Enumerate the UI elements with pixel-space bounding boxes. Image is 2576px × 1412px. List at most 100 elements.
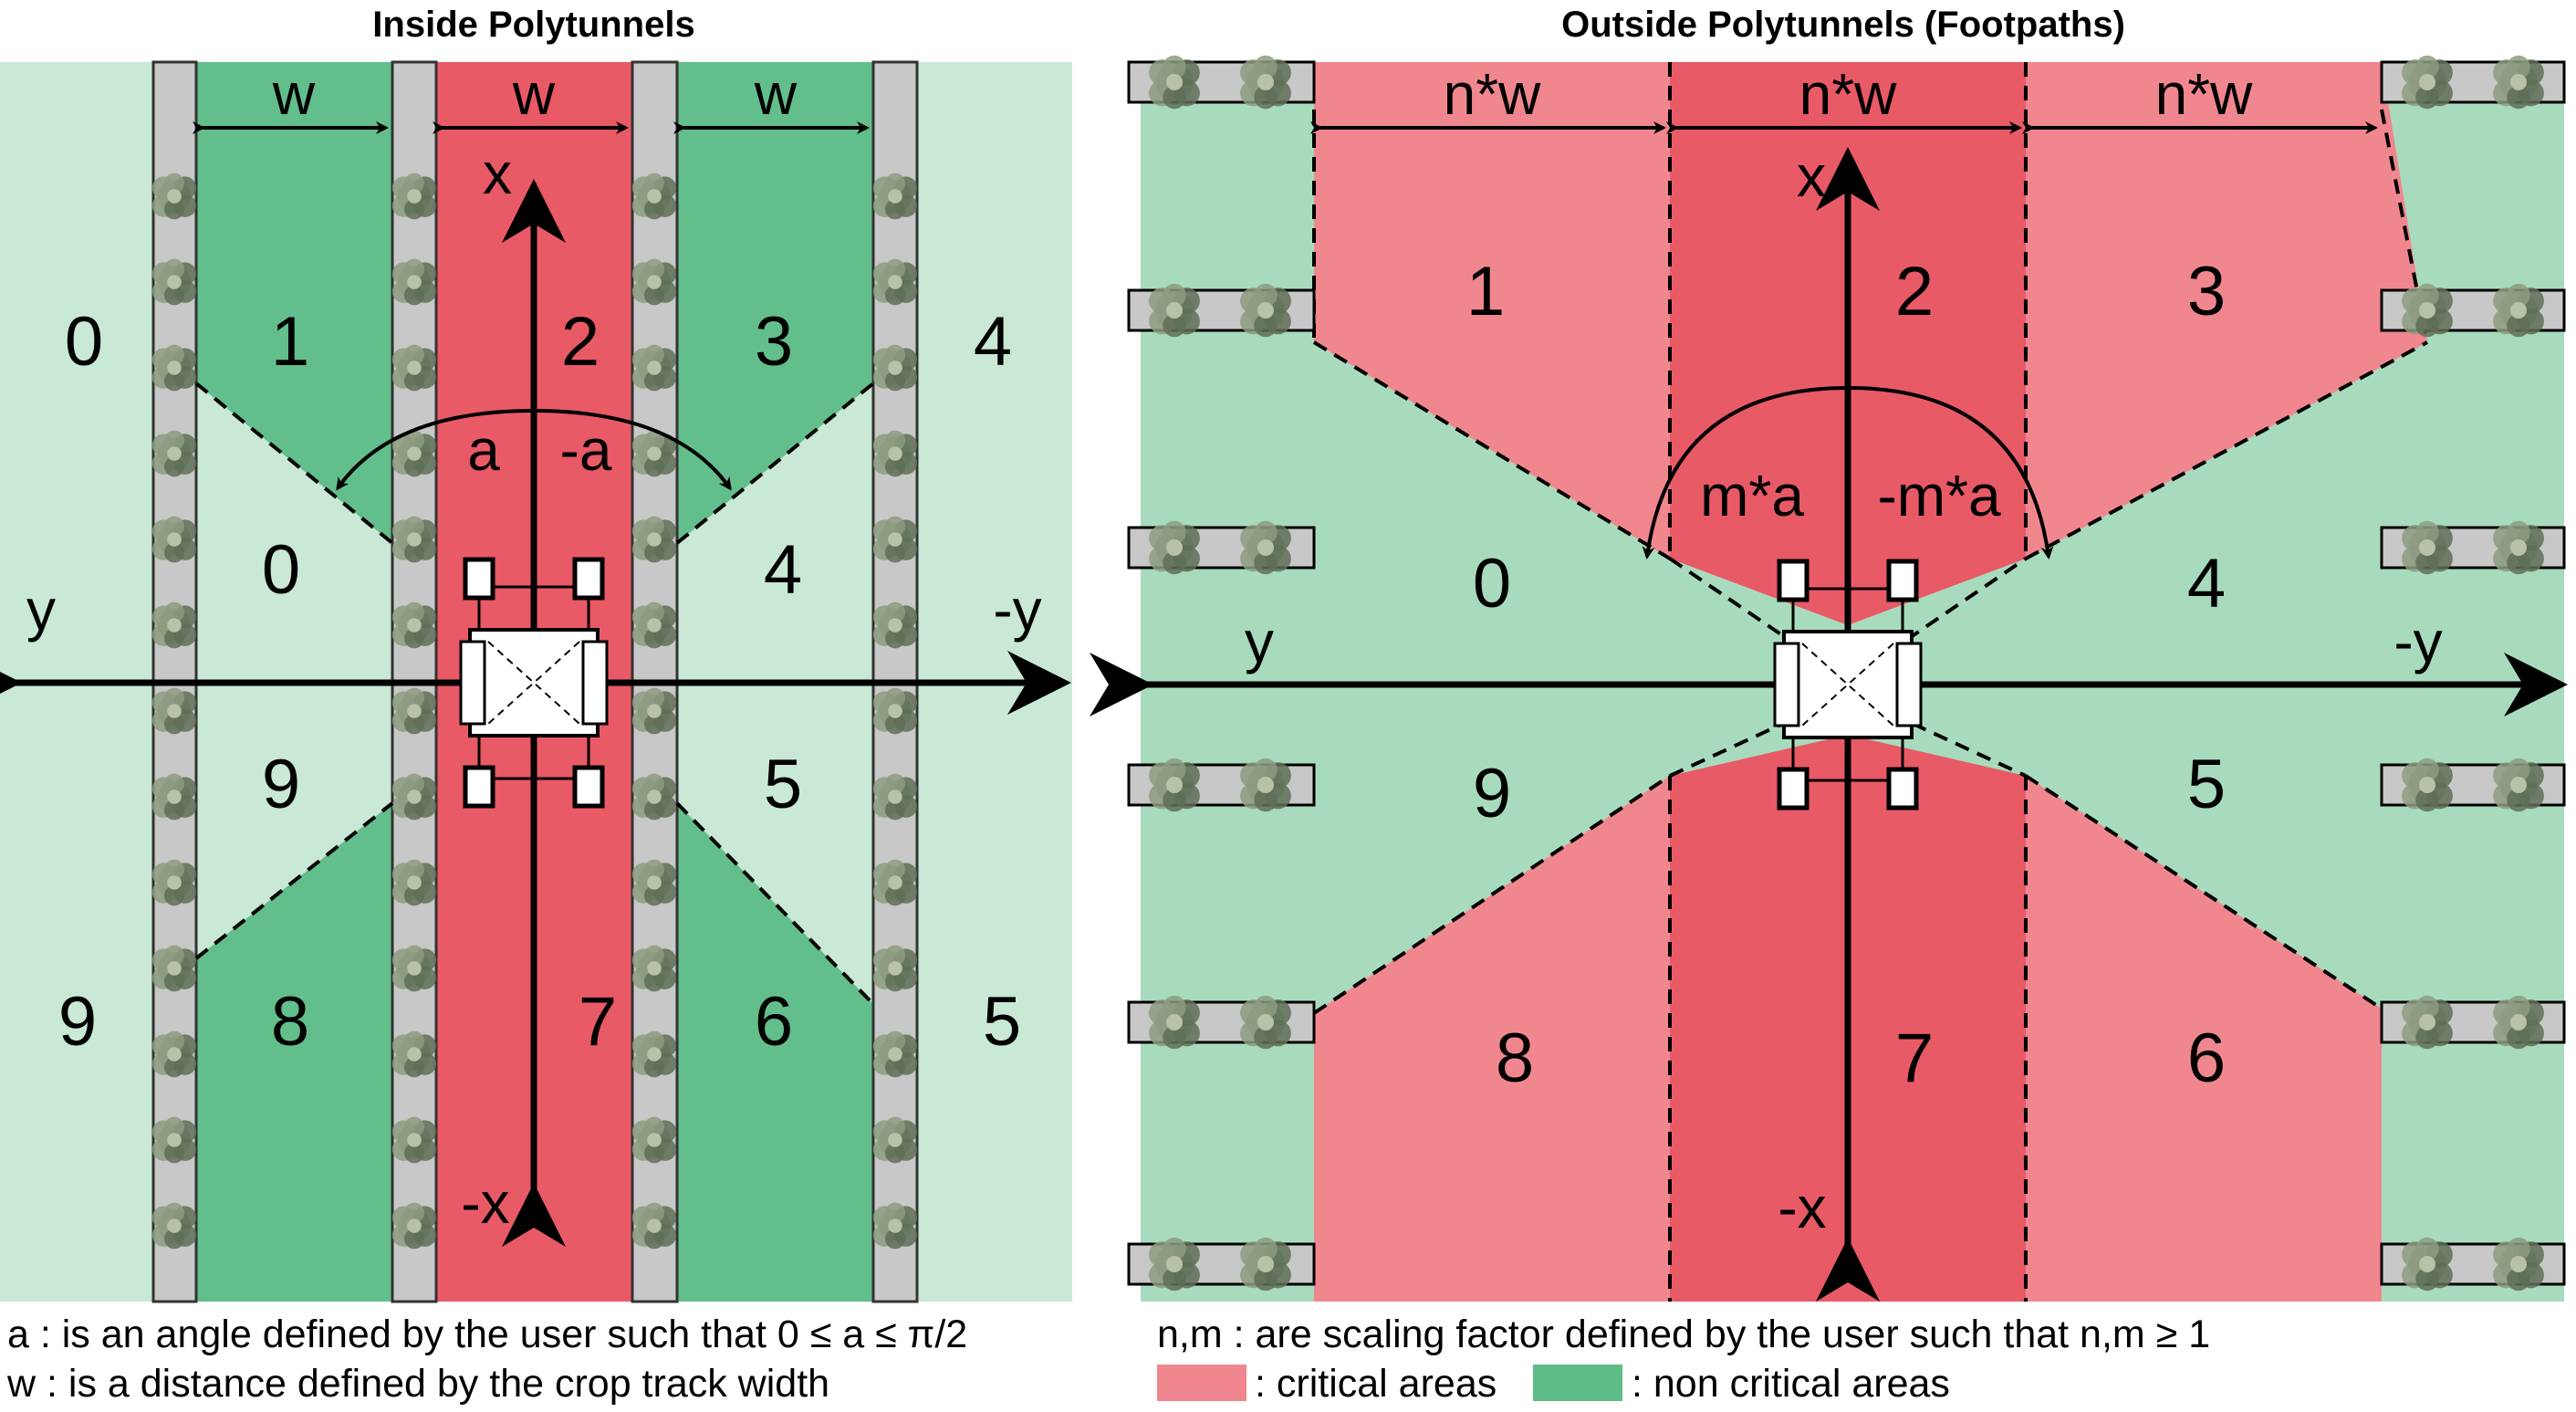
plant-icon	[1149, 1237, 1200, 1292]
zone-1-area	[1314, 62, 1670, 559]
plant-icon	[631, 687, 677, 735]
angle-a-label: m*a	[1700, 463, 1804, 528]
axis-x-label: x	[483, 141, 512, 206]
plant-icon	[391, 945, 437, 992]
plant-icon	[151, 258, 197, 306]
zone-label: 4	[974, 303, 1012, 381]
plant-icon	[1149, 995, 1200, 1050]
plant-icon	[2493, 520, 2544, 575]
plant-icon	[151, 1116, 197, 1164]
plant-icon	[872, 945, 918, 992]
zone-label: 2	[561, 303, 600, 381]
legend-w-definition: w : is a distance defined by the crop tr…	[6, 1362, 829, 1406]
zone-label: 3	[755, 303, 793, 381]
plant-icon	[872, 258, 918, 306]
width-label: n*w	[1444, 61, 1542, 127]
width-label: n*w	[2155, 61, 2254, 127]
plant-icon	[391, 258, 437, 306]
plant-icon	[1149, 758, 1200, 812]
plant-icon	[631, 1030, 677, 1078]
plant-icon	[391, 773, 437, 821]
zone-8-area	[196, 803, 392, 1302]
zone-label: 7	[1895, 1020, 1934, 1097]
plant-icon	[631, 1202, 677, 1250]
plant-icon	[872, 1116, 918, 1164]
plant-icon	[391, 173, 437, 220]
zone-label: 2	[1895, 253, 1934, 330]
zone-label: 1	[1466, 253, 1505, 330]
plant-icon	[151, 773, 197, 821]
plant-icon	[872, 430, 918, 477]
legend-critical-label: : critical areas	[1255, 1362, 1497, 1406]
plant-icon	[2402, 995, 2453, 1050]
zone-label: 0	[65, 303, 103, 381]
outside-title: Outside Polytunnels (Footpaths)	[1561, 5, 2125, 45]
legend-noncritical-swatch	[1533, 1365, 1622, 1401]
plant-icon	[1240, 758, 1291, 812]
zone-8-area	[1314, 776, 1670, 1302]
plant-icon	[151, 945, 197, 992]
plant-icon	[391, 1030, 437, 1078]
width-label: w	[754, 61, 798, 127]
plant-icon	[872, 601, 918, 649]
plant-icon	[872, 516, 918, 563]
plant-icon	[151, 516, 197, 563]
plant-icon	[391, 344, 437, 392]
axis-neg-y-label: -y	[993, 577, 1041, 643]
zone-label: 6	[755, 983, 793, 1061]
plant-icon	[872, 687, 918, 735]
zone-label: 5	[983, 983, 1021, 1061]
plant-icon	[872, 773, 918, 821]
zone-label: 9	[262, 746, 300, 823]
axis-y-label: y	[26, 577, 56, 643]
plant-icon	[391, 516, 437, 563]
legend-nm-definition: n,m : are scaling factor defined by the …	[1157, 1313, 2210, 1356]
legend-critical-swatch	[1157, 1365, 1246, 1401]
zone-label: 0	[1473, 545, 1511, 622]
robot-icon	[459, 557, 609, 809]
plant-troughs	[1127, 55, 2566, 1292]
axis-neg-x-label: -x	[461, 1170, 509, 1236]
zone-6-area	[2026, 776, 2382, 1302]
zone-label: 1	[271, 303, 309, 381]
axis-neg-y-label: -y	[2393, 609, 2442, 675]
robot-icon	[1773, 559, 1923, 811]
axis-neg-x-label: -x	[1778, 1175, 1826, 1240]
angle-arc	[336, 409, 535, 491]
plant-icon	[2493, 1237, 2544, 1292]
zone-label: 6	[2187, 1020, 2226, 1097]
plant-icon	[872, 1202, 918, 1250]
plant-icon	[151, 859, 197, 906]
zone-label: 8	[271, 983, 309, 1061]
inside-boundaries	[194, 382, 875, 1006]
plant-icon	[631, 258, 677, 306]
zone-label: 9	[1473, 755, 1511, 832]
plant-icon	[2493, 758, 2544, 812]
plant-icon	[1149, 55, 1200, 110]
inside-title: Inside Polytunnels	[372, 5, 694, 45]
plant-icon	[872, 859, 918, 906]
width-label: n*w	[1799, 61, 1898, 127]
plant-icon	[631, 1116, 677, 1164]
plant-icon	[872, 1030, 918, 1078]
plant-icon	[2493, 995, 2544, 1050]
angle-arc	[1847, 386, 2054, 560]
legend-a-definition: a : is an angle defined by the user such…	[7, 1313, 967, 1356]
width-label: w	[512, 61, 556, 127]
plant-icon	[391, 601, 437, 649]
zone-label: 4	[764, 531, 802, 609]
plant-icon	[2493, 55, 2544, 110]
plant-icon	[631, 601, 677, 649]
plant-icon	[2402, 520, 2453, 575]
angle-a-label: a	[467, 417, 500, 483]
plant-icon	[872, 344, 918, 392]
outside-panel: n*w n*w n*w m*a -m*a x -x y -y	[1090, 55, 2568, 1302]
zone-label: 5	[2187, 746, 2226, 823]
legend-noncritical-label: : non critical areas	[1632, 1362, 1950, 1406]
plant-icon	[631, 430, 677, 477]
plant-icon	[391, 430, 437, 477]
plant-icon	[391, 859, 437, 906]
plant-icon	[391, 1202, 437, 1250]
plant-icon	[1240, 55, 1291, 110]
